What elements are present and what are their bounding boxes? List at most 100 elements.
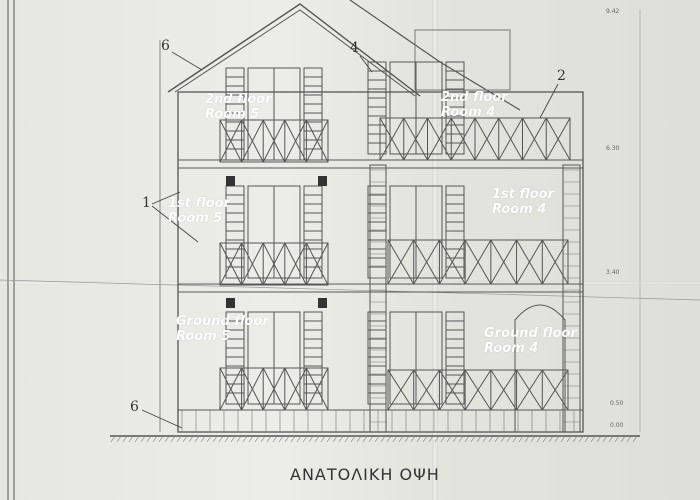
railing-cross bbox=[379, 117, 405, 161]
railing-cross bbox=[541, 369, 569, 411]
ground-hatch bbox=[560, 435, 566, 443]
railing-cross bbox=[219, 119, 243, 163]
railing-cross bbox=[284, 242, 307, 286]
stone-pillar-center bbox=[369, 164, 387, 433]
ground-hatch bbox=[578, 435, 584, 443]
ground-hatch bbox=[566, 435, 572, 443]
railing-cross bbox=[262, 242, 286, 286]
elevation-mark: 6.30 bbox=[606, 145, 620, 152]
railing-cross bbox=[284, 119, 307, 163]
ground-hatch bbox=[218, 435, 224, 443]
room-label-ground-floor-room-4: Ground floor Room 4 bbox=[484, 326, 577, 356]
floor-slab-1 bbox=[177, 283, 584, 293]
railing-cross bbox=[387, 369, 415, 411]
ground-hatch bbox=[188, 435, 194, 443]
ground-hatch bbox=[368, 435, 374, 443]
ground-hatch bbox=[152, 435, 158, 443]
shutter-left bbox=[225, 311, 245, 405]
room-label-line: Room 4 bbox=[492, 202, 547, 217]
ground-hatch bbox=[230, 435, 236, 443]
elevation-mark: 0.00 bbox=[610, 422, 624, 429]
ground-hatch bbox=[530, 435, 536, 443]
ground-hatch bbox=[236, 435, 242, 443]
ground-hatch bbox=[536, 435, 542, 443]
ground-hatch bbox=[434, 435, 440, 443]
ground-hatch bbox=[416, 435, 422, 443]
railing-cross bbox=[305, 242, 329, 286]
railing-cross bbox=[450, 117, 476, 161]
floor-slab-2 bbox=[177, 159, 584, 169]
ground-hatch bbox=[542, 435, 548, 443]
leader-line-1a bbox=[151, 191, 181, 205]
railing-cross bbox=[427, 117, 452, 161]
ground-hatch bbox=[500, 435, 506, 443]
elevation-mark: 0.50 bbox=[610, 400, 624, 407]
ground-hatch bbox=[326, 435, 332, 443]
ground-hatch bbox=[608, 435, 614, 443]
railing-cross bbox=[305, 119, 329, 163]
ground-hatch bbox=[242, 435, 248, 443]
ground-hatch bbox=[170, 435, 176, 443]
railing-cross bbox=[262, 367, 286, 411]
railing-cross bbox=[439, 369, 466, 411]
ground-hatch bbox=[440, 435, 446, 443]
callout-6: 6 bbox=[130, 399, 139, 415]
roof-left-pitch bbox=[167, 3, 421, 97]
ground-hatch bbox=[128, 435, 134, 443]
railing-cross bbox=[241, 242, 264, 286]
callout-2: 2 bbox=[557, 68, 566, 84]
paper-fold-vertical bbox=[432, 0, 438, 500]
shutter-right bbox=[303, 185, 323, 279]
ground-hatch bbox=[146, 435, 152, 443]
railing-cross bbox=[545, 117, 571, 161]
railing-cross bbox=[413, 369, 440, 411]
shutter-right bbox=[303, 67, 323, 161]
ground-hatch bbox=[518, 435, 524, 443]
railing-cross bbox=[387, 239, 415, 285]
ground-hatch bbox=[614, 435, 620, 443]
ground-hatch bbox=[158, 435, 164, 443]
ground-hatch bbox=[350, 435, 356, 443]
railing-cross bbox=[498, 117, 523, 161]
railing-cross bbox=[541, 239, 569, 285]
ground-hatch bbox=[584, 435, 590, 443]
room-label-2nd-floor-room-4: 2nd floor Room 4 bbox=[441, 90, 508, 120]
ground-hatch bbox=[116, 435, 122, 443]
ground-hatch bbox=[590, 435, 596, 443]
railing-cross bbox=[438, 239, 466, 285]
room-label-line: Ground floor bbox=[484, 326, 577, 341]
railing-cross bbox=[464, 369, 492, 411]
ground-hatch bbox=[632, 435, 638, 443]
stone-pillar-right bbox=[562, 164, 581, 433]
ground-hatch bbox=[134, 435, 140, 443]
ground-hatch bbox=[398, 435, 404, 443]
ground-hatch bbox=[602, 435, 608, 443]
ground-hatch bbox=[470, 435, 476, 443]
railing-cross bbox=[516, 369, 543, 411]
shutter-right bbox=[445, 185, 465, 279]
leader-line-1b bbox=[151, 205, 199, 243]
ground-hatch bbox=[122, 435, 128, 443]
railing-cross bbox=[474, 117, 500, 161]
ground-hatch bbox=[296, 435, 302, 443]
openings-group bbox=[225, 61, 465, 405]
roof-tiles bbox=[414, 29, 511, 91]
room-label-1st-floor-room-4: 1st floor Room 4 bbox=[492, 187, 554, 217]
room-label-line: 2nd floor bbox=[205, 92, 272, 107]
vent bbox=[318, 176, 327, 186]
room-label-line: Ground floor bbox=[176, 314, 269, 329]
room-label-line: Room 4 bbox=[484, 341, 539, 356]
shutter-right bbox=[303, 311, 323, 405]
ground-hatch bbox=[332, 435, 338, 443]
shutter-left bbox=[367, 61, 387, 155]
room-label-line: Room 5 bbox=[205, 107, 260, 122]
ground-hatch bbox=[344, 435, 350, 443]
ground-hatch bbox=[224, 435, 230, 443]
ground-hatch bbox=[482, 435, 488, 443]
railing-cross bbox=[219, 367, 243, 411]
room-label-line: Room 4 bbox=[441, 105, 496, 120]
ground-hatch bbox=[182, 435, 188, 443]
ground-hatch bbox=[290, 435, 296, 443]
